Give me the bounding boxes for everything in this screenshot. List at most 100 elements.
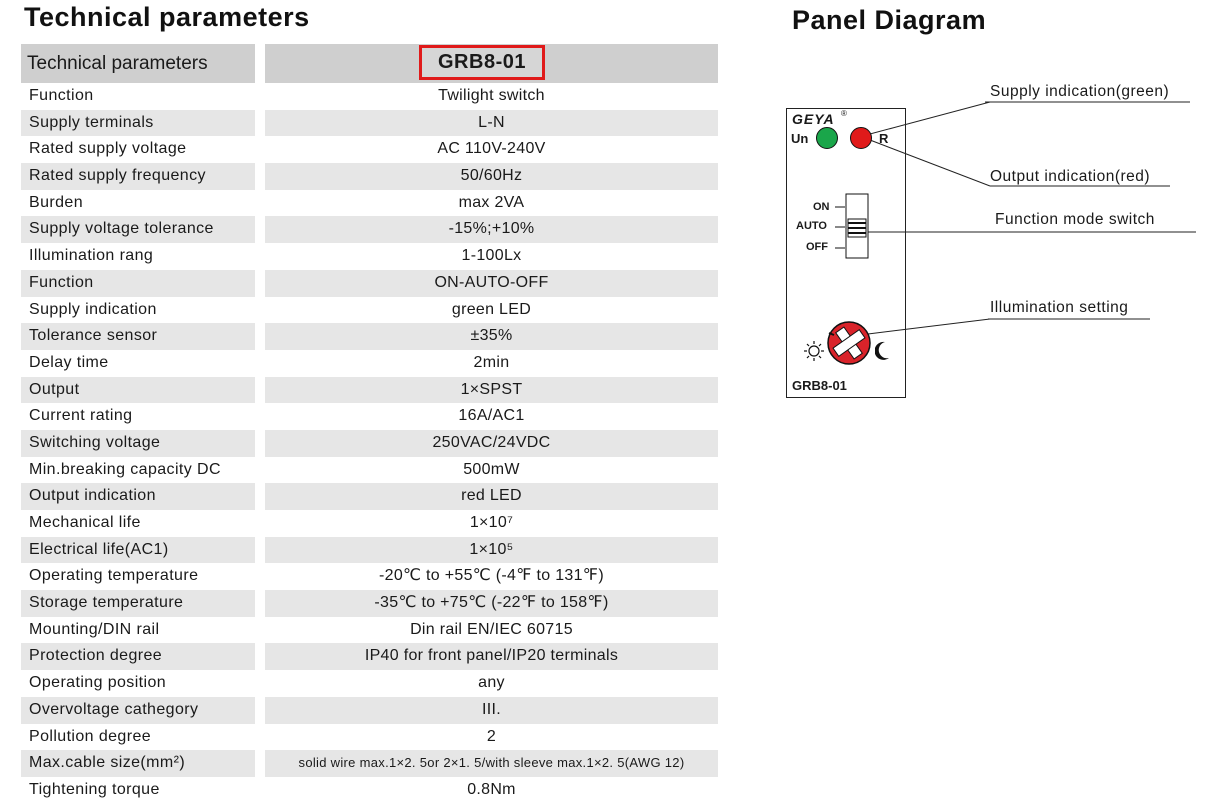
table-row: Supply terminals L-N bbox=[21, 109, 718, 137]
parameter-label: Switching voltage bbox=[21, 429, 255, 457]
table-row: Supply voltage tolerance -15%;+10% bbox=[21, 216, 718, 244]
table-row: Output 1×SPST bbox=[21, 376, 718, 404]
table-row: Rated supply frequency 50/60Hz bbox=[21, 163, 718, 190]
registered-mark: ® bbox=[841, 109, 847, 118]
parameter-value: 0.8Nm bbox=[467, 780, 516, 798]
parameter-value: 2 bbox=[486, 727, 497, 745]
parameter-label: Storage temperature bbox=[21, 590, 255, 617]
table-header: Technical parameters GRB8-01 bbox=[21, 44, 718, 83]
parameter-value: IP40 for front panel/IP20 terminals bbox=[265, 643, 718, 671]
parameter-label: Overvoltage cathegory bbox=[21, 696, 255, 724]
parameter-label: Delay time bbox=[29, 353, 109, 371]
sun-icon bbox=[804, 341, 824, 361]
table-row: Overvoltage cathegory III. bbox=[21, 696, 718, 724]
table-row: Storage temperature -35℃ to +75℃ (-22℉ to… bbox=[21, 590, 718, 617]
panel-diagram-heading: Panel Diagram bbox=[792, 5, 987, 35]
parameter-label: Mechanical life bbox=[29, 514, 141, 531]
table-row: Operating temperature -20℃ to +55℃ (-4℉ t… bbox=[21, 563, 718, 590]
supply-led-green bbox=[816, 127, 838, 149]
table-row: Mechanical life 1×10⁷ bbox=[21, 510, 718, 537]
parameter-label: Output bbox=[21, 376, 255, 404]
parameter-label: Electrical life(AC1) bbox=[21, 536, 255, 564]
mode-switch[interactable] bbox=[835, 193, 875, 263]
parameter-label: Function bbox=[29, 87, 94, 104]
parameter-label: Pollution degree bbox=[29, 727, 152, 745]
table-row: Mounting/DIN rail Din rail EN/IEC 60715 bbox=[21, 617, 718, 644]
parameter-value: 1×SPST bbox=[265, 376, 718, 404]
table-row: Max.cable size(mm²)solid wire max.1×2. 5… bbox=[21, 750, 718, 777]
moon-icon bbox=[875, 341, 889, 360]
parameter-value: Twilight switch bbox=[438, 87, 545, 104]
parameter-value: L-N bbox=[265, 109, 718, 137]
panel-model-label: GRB8-01 bbox=[792, 378, 847, 393]
r-label: R bbox=[879, 131, 889, 146]
callout-supply-indication: Supply indication(green) bbox=[990, 83, 1170, 100]
parameter-value: red LED bbox=[265, 483, 718, 510]
technical-parameters-table: Technical parameters GRB8-01 Function Twi… bbox=[21, 44, 718, 804]
table-row: Tolerance sensor ±35% bbox=[21, 323, 718, 350]
table-row: Output indication red LED bbox=[21, 483, 718, 510]
table-row: Function Twilight switch bbox=[21, 83, 718, 110]
table-row: Switching voltage 250VAC/24VDC bbox=[21, 429, 718, 457]
table-row: Function ON-AUTO-OFF bbox=[21, 269, 718, 297]
parameter-value: AC 110V-240V bbox=[437, 140, 546, 158]
parameter-label: Rated supply voltage bbox=[29, 140, 187, 158]
table-row: Supply indication green LED bbox=[21, 297, 718, 324]
device-panel: GEYA ® Un R ON AUTO OFF GRB8-01 bbox=[786, 108, 906, 398]
parameter-value: 50/60Hz bbox=[265, 163, 718, 190]
parameter-value: -20℃ to +55℃ (-4℉ to 131℉) bbox=[379, 567, 604, 585]
un-label: Un bbox=[791, 131, 809, 146]
technical-parameters-heading: Technical parameters bbox=[24, 2, 310, 32]
parameter-value: green LED bbox=[451, 300, 532, 318]
parameter-label: Tolerance sensor bbox=[21, 323, 255, 350]
header-model-cell: GRB8-01 bbox=[265, 44, 718, 83]
table-row: Illumination rang 1-100Lx bbox=[21, 243, 718, 270]
parameter-label: Operating position bbox=[29, 674, 167, 692]
parameter-label: Supply voltage tolerance bbox=[21, 216, 255, 244]
parameter-label: Operating temperature bbox=[29, 567, 199, 585]
parameter-label: Illumination rang bbox=[29, 247, 154, 265]
parameter-label: Mounting/DIN rail bbox=[29, 620, 160, 638]
parameter-value: any bbox=[478, 674, 505, 692]
brand-logo: GEYA bbox=[792, 111, 835, 127]
parameter-value: III. bbox=[265, 696, 718, 724]
callout-function-mode: Function mode switch bbox=[995, 211, 1155, 228]
header-label: Technical parameters bbox=[21, 44, 255, 83]
parameter-label: Supply indication bbox=[29, 300, 157, 318]
table-row: Operating position any bbox=[21, 670, 718, 697]
illumination-knob[interactable] bbox=[825, 319, 873, 367]
parameter-value: 1×10⁵ bbox=[265, 536, 718, 564]
table-row: Rated supply voltage AC 110V-240V bbox=[21, 136, 718, 163]
parameter-label: Burden bbox=[29, 193, 83, 211]
callout-output-indication: Output indication(red) bbox=[990, 168, 1151, 185]
table-row: Pollution degree 2 bbox=[21, 724, 718, 751]
model-highlight-box: GRB8-01 bbox=[419, 45, 545, 80]
switch-auto-label: AUTO bbox=[796, 220, 827, 232]
parameter-value: 1-100Lx bbox=[461, 247, 522, 265]
callout-illumination-setting: Illumination setting bbox=[990, 299, 1129, 316]
parameter-label: Min.breaking capacity DC bbox=[29, 460, 221, 478]
table-row: Electrical life(AC1) 1×10⁵ bbox=[21, 536, 718, 564]
parameter-value: ON-AUTO-OFF bbox=[265, 269, 718, 297]
parameter-label: Tightening torque bbox=[29, 780, 160, 798]
parameter-label: Protection degree bbox=[21, 643, 255, 671]
parameter-value: Din rail EN/IEC 60715 bbox=[410, 620, 573, 638]
parameter-value: 250VAC/24VDC bbox=[265, 429, 718, 457]
table-row: Tightening torque 0.8Nm bbox=[21, 777, 718, 804]
parameter-label: Function bbox=[21, 269, 255, 297]
parameter-label: Output indication bbox=[21, 483, 255, 510]
parameter-label: Rated supply frequency bbox=[21, 163, 255, 190]
parameter-value: ±35% bbox=[265, 323, 718, 350]
parameter-value: -15%;+10% bbox=[265, 216, 718, 244]
parameter-value: 1×10⁷ bbox=[469, 514, 514, 531]
parameter-value: -35℃ to +75℃ (-22℉ to 158℉) bbox=[265, 590, 718, 617]
switch-on-label: ON bbox=[813, 201, 830, 213]
parameter-value: solid wire max.1×2. 5or 2×1. 5/with slee… bbox=[265, 750, 718, 777]
parameter-label: Supply terminals bbox=[21, 109, 255, 137]
